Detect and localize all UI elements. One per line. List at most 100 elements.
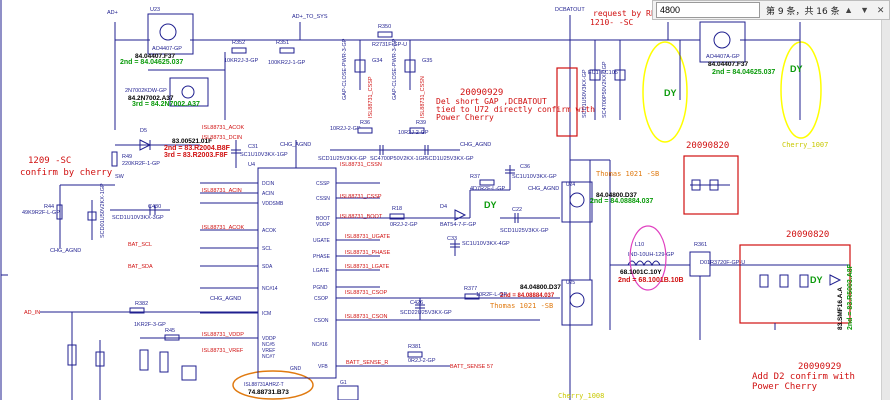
svg-text:SCD1U25V3KX-GP: SCD1U25V3KX-GP [500,228,549,234]
svg-text:SCD1U10V3KX-3GP: SCD1U10V3KX-3GP [112,215,164,221]
u23-mosfet: U23 AO4407-GP [147,7,194,55]
u4-pin-cssn: CSSN [316,196,330,202]
svg-text:L10: L10 [635,242,644,248]
svg-text:10R2F-L-GP: 10R2F-L-GP [476,292,508,298]
svg-text:220KR2F-1-GP: 220KR2F-1-GP [122,161,160,167]
d1-part-number: 83.SMF16.A.A [837,287,844,330]
note-date-1: 20090929 [460,88,503,98]
g1-stub: G1 [337,380,359,400]
cssp-vertical-label: ISL88731_CSSP [368,76,374,118]
u25-mosfet: U25 [561,279,593,340]
svg-text:CHG_AGND: CHG_AGND [50,248,81,254]
csop-net-label: ISL88731_CSOP [345,290,388,296]
dy-label-2: DY [790,64,803,74]
u24-alt-part: 2nd = 84.08884.037 [590,198,653,205]
svg-text:D4: D4 [440,204,447,210]
svg-text:R49: R49 [122,154,132,160]
svg-text:10R2J-2-GP: 10R2J-2-GP [398,130,429,136]
svg-text:SCD1U25V3KX-GP: SCD1U25V3KX-GP [425,156,474,162]
u4-pin-cssp: CSSP [316,181,330,187]
svg-text:100KR2J-1-GP: 100KR2J-1-GP [268,60,306,66]
u4-pin-sda: SDA [262,264,273,270]
cherry-1007-label: Cherry_1007 [782,141,828,149]
svg-text:GAP-CLOSE-PWR-3-GP: GAP-CLOSE-PWR-3-GP [392,38,398,100]
u4-pin-vddp-r: VDDP [316,222,331,228]
svg-text:U4: U4 [248,162,255,168]
u4-pin-nc14: NC#14 [262,286,278,292]
close-icon[interactable]: ✕ [876,4,885,15]
vddp-net: ISL88731_VDDP [202,332,244,338]
u4-pin-cson: CSON [314,318,329,324]
svg-text:C33: C33 [447,236,457,242]
cssn-vertical-label: ISL88731_CSSN [420,76,426,118]
dc-note-line3: Power Cherry [436,113,494,122]
find-bar: 第 9 条，共 16 条 ▲ ▼ ✕ [652,0,890,20]
u4-part-number: 74.88731.B73 [248,389,289,396]
u4-pin-gnd: GND [290,366,302,372]
cherry-1008-label: Cherry_1008 [558,392,604,400]
svg-text:4D7R2F-L-GP: 4D7R2F-L-GP [470,186,505,192]
chg-agnd-mid: CHG_AGND [210,296,241,302]
rf-note-1: request by RF [593,9,656,18]
thomas-note-2: Thomas 1021 -SB [490,302,553,310]
svg-text:G35: G35 [422,58,432,64]
batt-sense-label: BATT_SENSE_R [346,360,388,366]
u23-part-number: 84.04407.F37 [135,53,176,60]
u70-mosfet: U70 AO4407A-GP [667,16,801,120]
svg-text:R37: R37 [470,174,480,180]
svg-text:C36: C36 [520,164,530,170]
svg-text:D01R3720F-GP-U: D01R3720F-GP-U [700,260,745,266]
svg-text:SCD01U50V2KX-1GP: SCD01U50V2KX-1GP [100,183,106,238]
svg-text:U23: U23 [150,7,160,13]
svg-text:G34: G34 [372,58,382,64]
vin-sys-label: AD+_TO_SYS [292,14,328,20]
find-input[interactable] [656,2,760,18]
chevron-down-icon[interactable]: ▼ [860,5,870,15]
u4-pin-icm: ICM [262,311,271,317]
d2-note-1: Add D2 confirm with [752,372,855,382]
l10-part-number: 68.1001C.10Y [620,269,662,276]
svg-text:IND-10UH-129-GP: IND-10UH-129-GP [628,252,674,258]
u4-pin-acok: ACOK [262,228,277,234]
vref-net: ISL88731_VREF [202,348,244,354]
rf-cap-group: EC1 EC105 SCD1U50V3KX-GP SC4700P50V2KX-1… [582,40,626,120]
u23-alt-part: 2nd = 84.04625.037 [120,59,183,66]
find-status: 第 9 条，共 16 条 [766,6,840,17]
bat-scl-net: BAT_SCL [128,242,152,248]
svg-text:BAT54-7-F-GP: BAT54-7-F-GP [440,222,477,228]
svg-text:0R2J-2-GP: 0R2J-2-GP [390,222,418,228]
mid-cap-group: C31 SC1U10V3KX-1GP SCD1U25V3KX-GP SC4700… [231,120,491,168]
u4-pin-vddp: VDDP [262,336,277,342]
svg-text:R381: R381 [408,344,421,350]
svg-text:U25: U25 [566,280,575,286]
vertical-scrollbar[interactable] [881,20,890,400]
d5-diode: D5 [115,128,200,151]
svg-text:49K9R2F-L-GP: 49K9R2F-L-GP [22,210,60,216]
top-rail [114,15,800,400]
svg-text:R351: R351 [276,40,289,46]
thomas-note-1: Thomas 1021 -SB [596,170,659,178]
q1-part-number: 84.2N7002.A37 [128,95,174,102]
u24-mosfet: U24 [561,159,611,330]
l10-inductor: L10 IND-10UH-129-GP [610,225,690,291]
svg-text:R45: R45 [165,328,175,334]
right-cap-box-1 [683,155,739,215]
ugate-net-label: ISL88731_UGATE [345,234,390,240]
svg-text:R352: R352 [232,40,245,46]
bat-sda-net: BAT_SDA [128,264,153,270]
highlight-ellipse-1 [642,41,688,143]
d1-alt-part: 2nd = 83.R5003.A8F [847,263,854,330]
svg-text:10R2J-2-GP: 10R2J-2-GP [330,126,361,132]
svg-text:SC4700P50V2KX-1GP: SC4700P50V2KX-1GP [602,61,608,118]
u70-part-number: 84.04407.F37 [708,61,749,68]
note-date-3: 20090820 [786,230,829,240]
u4-pin-dcin: DCIN [262,181,275,187]
sw-label: SW [115,174,125,180]
svg-text:10KR2J-3-GP: 10KR2J-3-GP [224,58,259,64]
chevron-up-icon[interactable]: ▲ [844,5,854,15]
svg-text:D5: D5 [140,128,147,134]
svg-text:R350: R350 [378,24,391,30]
lgate-net-label: ISL88731_LGATE [345,264,390,270]
svg-text:EC1: EC1 [588,70,599,76]
highlight-ellipse-2 [780,41,822,139]
